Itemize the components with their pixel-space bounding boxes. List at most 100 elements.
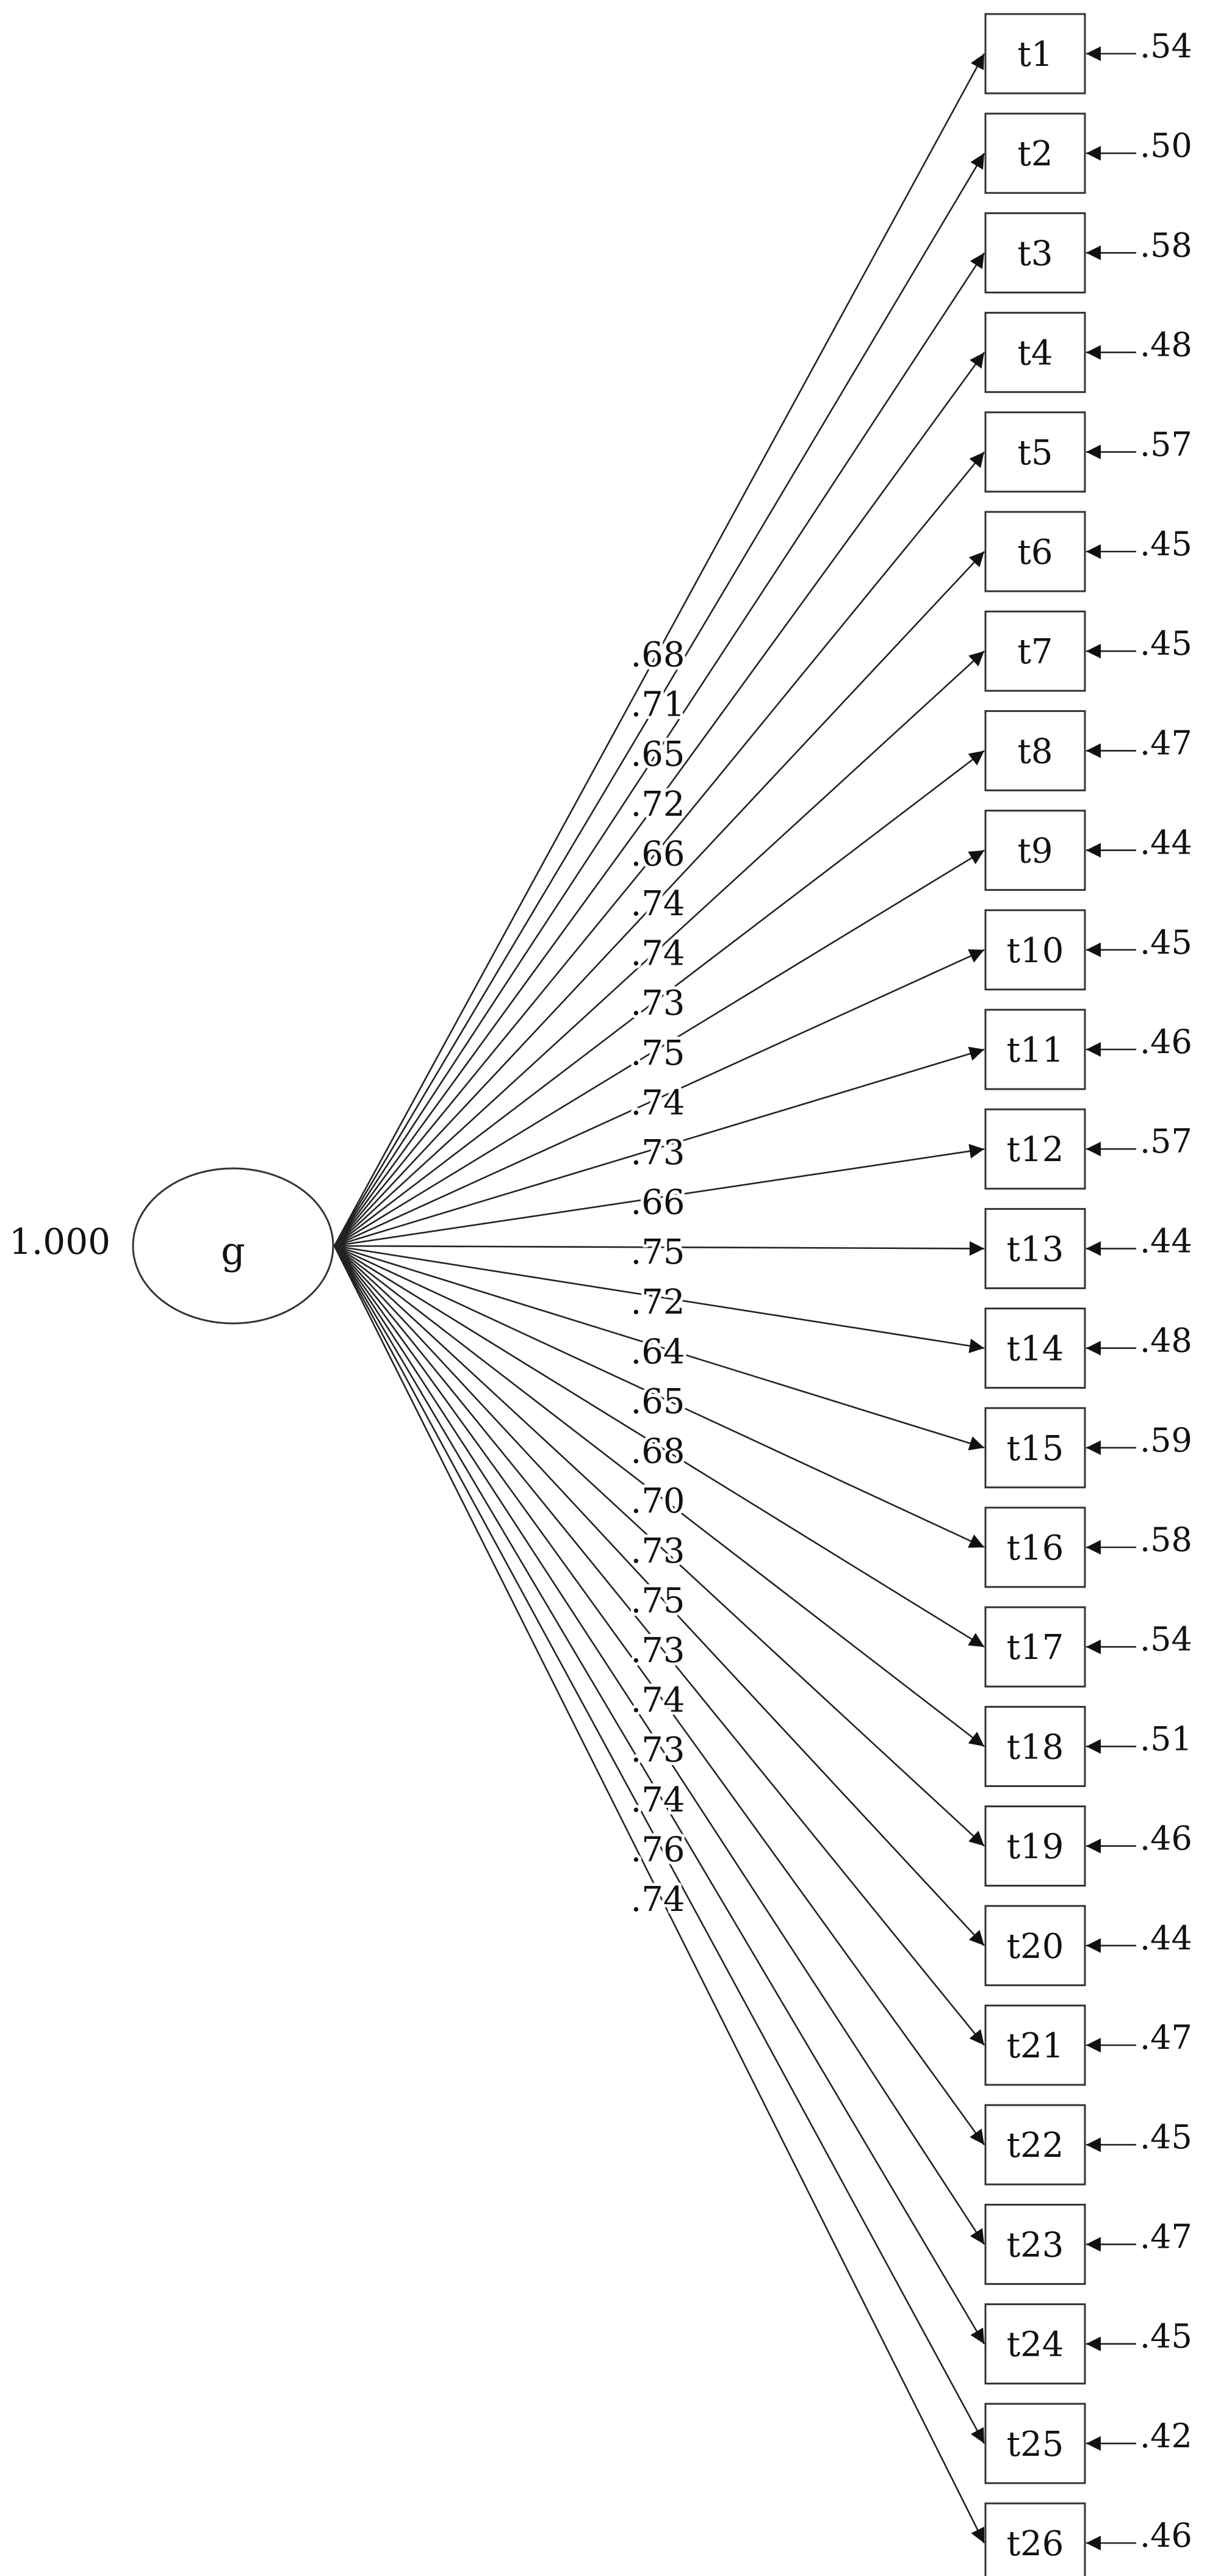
loading-label-t11: .73 [630, 1133, 685, 1173]
loading-label-t5: .66 [630, 834, 685, 874]
error-label-t9: .44 [1140, 824, 1192, 862]
error-label-t17: .54 [1140, 1620, 1192, 1658]
error-label-t25: .42 [1140, 2417, 1192, 2455]
indicator-box-t4 [984, 312, 1086, 394]
loading-paths [333, 53, 985, 2544]
loading-path-t5 [333, 451, 985, 1247]
indicator-label-t9: t9 [1017, 832, 1053, 871]
indicator-box-t22 [984, 2104, 1086, 2186]
error-label-t5: .57 [1140, 425, 1192, 464]
loading-label-t17: .68 [630, 1432, 685, 1472]
loading-path-t3 [333, 252, 985, 1247]
error-label-t3: .58 [1140, 226, 1192, 264]
indicator-box-t12 [984, 1108, 1086, 1190]
loading-label-t7: .74 [630, 934, 685, 974]
error-label-t19: .46 [1140, 1819, 1192, 1858]
indicator-box-t14 [984, 1308, 1086, 1389]
indicator-box-t9 [984, 810, 1086, 891]
indicator-label-t1: t1 [1017, 35, 1053, 74]
indicator-box-t5 [984, 411, 1086, 493]
indicator-label-t11: t11 [1007, 1031, 1064, 1070]
loading-path-t16 [334, 1245, 985, 1549]
loading-label-t3: .65 [630, 735, 685, 774]
latent-variance-label: 1.000 [9, 1221, 110, 1262]
loading-path-t6 [334, 551, 985, 1247]
indicator-box-t26 [984, 2502, 1086, 2576]
latent-factor-ellipse [132, 1167, 334, 1325]
error-label-t24: .45 [1140, 2317, 1192, 2356]
loading-label-t16: .65 [630, 1382, 685, 1422]
indicator-label-t6: t6 [1017, 533, 1053, 572]
loading-label-t25: .76 [630, 1830, 685, 1869]
loading-path-t2 [333, 153, 985, 1247]
error-label-t22: .45 [1140, 2118, 1192, 2156]
error-label-t1: .54 [1140, 27, 1192, 65]
indicator-box-t8 [984, 710, 1086, 791]
loading-path-t18 [334, 1245, 985, 1747]
loading-path-t25 [333, 1245, 985, 2444]
indicator-box-t7 [984, 610, 1086, 692]
error-label-t21: .47 [1140, 2018, 1192, 2057]
indicator-label-t7: t7 [1017, 632, 1053, 672]
loading-path-t24 [333, 1245, 985, 2345]
indicator-box-t17 [984, 1606, 1086, 1688]
loading-path-t1 [333, 53, 985, 1247]
error-label-t10: .45 [1140, 923, 1192, 962]
error-label-t14: .48 [1140, 1322, 1192, 1360]
loading-path-t15 [334, 1245, 985, 1451]
indicator-label-t19: t19 [1007, 1827, 1064, 1867]
indicator-label-t25: t25 [1007, 2425, 1064, 2464]
error-label-t7: .45 [1140, 624, 1192, 663]
indicator-box-t25 [984, 2403, 1086, 2484]
indicator-label-t14: t14 [1007, 1329, 1064, 1369]
indicator-label-t10: t10 [1007, 931, 1064, 971]
loading-path-t11 [334, 1046, 985, 1247]
error-label-t26: .46 [1140, 2516, 1192, 2555]
latent-factor-label: g [221, 1229, 245, 1273]
indicator-box-t11 [984, 1009, 1086, 1090]
loading-label-t15: .64 [630, 1332, 685, 1372]
loading-label-t8: .73 [630, 984, 685, 1023]
loading-label-t14: .72 [630, 1283, 685, 1322]
indicator-box-t18 [984, 1705, 1086, 1787]
indicator-box-t10 [984, 909, 1086, 991]
loading-path-t21 [333, 1245, 985, 2046]
indicator-boxes: t1t2t3t4t5t6t7t8t9t10t11t12t13t14t15t16t… [984, 13, 1086, 2576]
indicator-label-t3: t3 [1017, 234, 1053, 273]
error-label-t18: .51 [1140, 1719, 1192, 1758]
loading-label-t24: .74 [630, 1780, 685, 1820]
indicator-box-t3 [984, 212, 1086, 293]
loading-label-t9: .75 [630, 1034, 685, 1073]
indicator-box-t24 [984, 2303, 1086, 2385]
loading-path-t12 [334, 1143, 985, 1247]
loading-path-t7 [334, 650, 985, 1247]
error-label-t8: .47 [1140, 724, 1192, 762]
loading-path-t22 [333, 1245, 985, 2145]
loading-path-t14 [334, 1245, 985, 1353]
error-label-t16: .58 [1140, 1520, 1192, 1559]
loading-label-t20: .75 [630, 1581, 685, 1621]
error-label-t20: .44 [1140, 1919, 1192, 1957]
loading-path-t13 [334, 1241, 985, 1256]
loading-label-t23: .73 [630, 1730, 685, 1770]
loading-label-t18: .70 [630, 1481, 685, 1521]
error-label-t15: .59 [1140, 1421, 1192, 1459]
loading-label-t4: .72 [630, 785, 685, 824]
indicator-label-t18: t18 [1007, 1727, 1064, 1767]
indicator-label-t12: t12 [1007, 1130, 1064, 1170]
loading-label-t22: .74 [630, 1681, 685, 1721]
indicator-label-t5: t5 [1017, 433, 1053, 473]
indicator-label-t26: t26 [1007, 2524, 1064, 2564]
error-label-t11: .46 [1140, 1023, 1192, 1061]
loading-label-t6: .74 [630, 884, 685, 924]
loading-path-t10 [334, 949, 985, 1247]
indicator-box-t13 [984, 1207, 1086, 1289]
loading-path-t8 [334, 750, 985, 1247]
error-arrows [1086, 46, 1136, 2550]
indicator-box-t19 [984, 1805, 1086, 1887]
indicator-label-t13: t13 [1007, 1229, 1064, 1269]
error-label-t2: .50 [1140, 126, 1192, 165]
loading-path-t20 [334, 1245, 985, 1946]
loading-label-t21: .73 [630, 1631, 685, 1671]
error-label-t23: .47 [1140, 2217, 1192, 2256]
